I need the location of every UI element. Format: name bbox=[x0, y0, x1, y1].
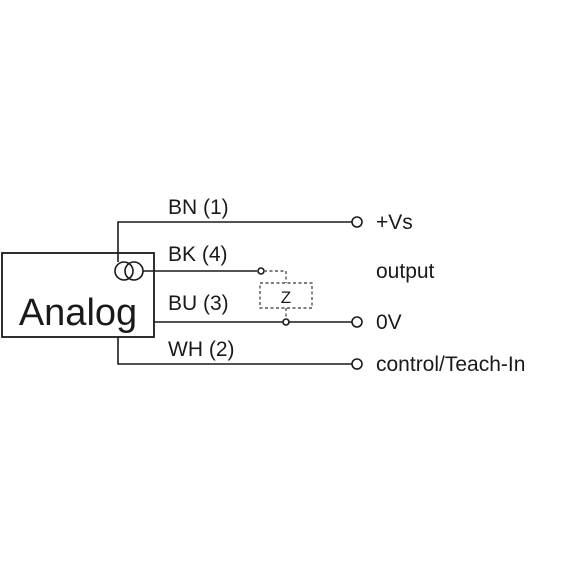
wire-bu-label: BU (3) bbox=[168, 292, 229, 315]
terminal-teach-in[interactable] bbox=[351, 358, 363, 370]
block-label: Analog bbox=[19, 292, 137, 334]
output-node bbox=[257, 267, 265, 275]
wire-bk-label: BK (4) bbox=[168, 243, 228, 266]
terminal-0v-label: 0V bbox=[376, 311, 402, 334]
terminal-vs-label: +Vs bbox=[376, 211, 413, 234]
wire-bn-label: BN (1) bbox=[168, 196, 229, 219]
load-z-label: Z bbox=[281, 288, 291, 307]
output-label: output bbox=[376, 260, 435, 283]
terminal-vs[interactable] bbox=[351, 216, 363, 228]
analog-sensor-block bbox=[1, 252, 155, 338]
load-node bbox=[282, 318, 290, 326]
wire-bn bbox=[117, 221, 352, 262]
load-z: Z bbox=[259, 270, 313, 318]
wire-wh-label: WH (2) bbox=[168, 338, 235, 361]
terminal-0v[interactable] bbox=[351, 316, 363, 328]
terminal-teach-in-label: control/Teach-In bbox=[376, 353, 525, 376]
wire-wh bbox=[117, 337, 352, 365]
